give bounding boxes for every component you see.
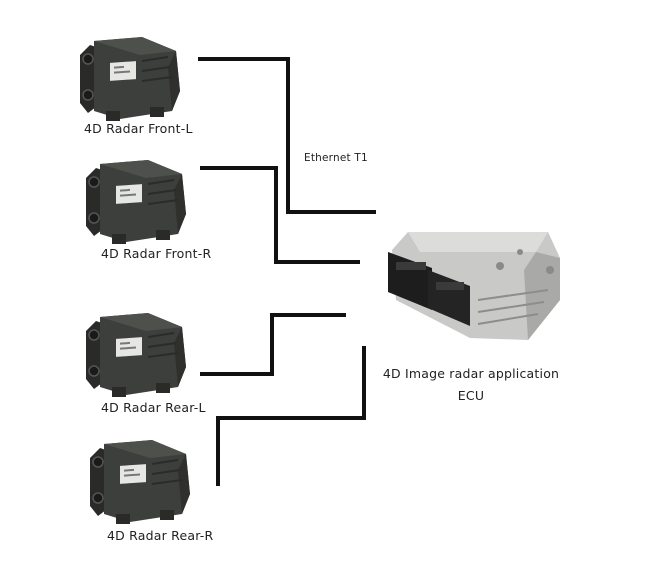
wire-front-r [200,166,360,264]
wire-rear-l [200,313,346,376]
radar-front-l-label: 4D Radar Front-L [84,121,193,136]
radar-rear-l-label: 4D Radar Rear-L [101,400,206,415]
ecu-icon [388,232,560,340]
ethernet-label: Ethernet T1 [304,152,368,164]
wire-rear-r [216,346,366,486]
ecu-label-line2: ECU [457,388,485,403]
radar-front-r-icon [85,159,187,245]
radar-rear-l-icon [85,312,187,398]
radar-front-r-label: 4D Radar Front-R [101,246,212,261]
radar-front-l-icon [79,36,181,122]
ecu-label-line1: 4D Image radar application [382,366,560,381]
radar-rear-r-icon [89,439,191,525]
radar-rear-r-label: 4D Radar Rear-R [107,528,214,543]
wire-front-l [198,57,376,214]
